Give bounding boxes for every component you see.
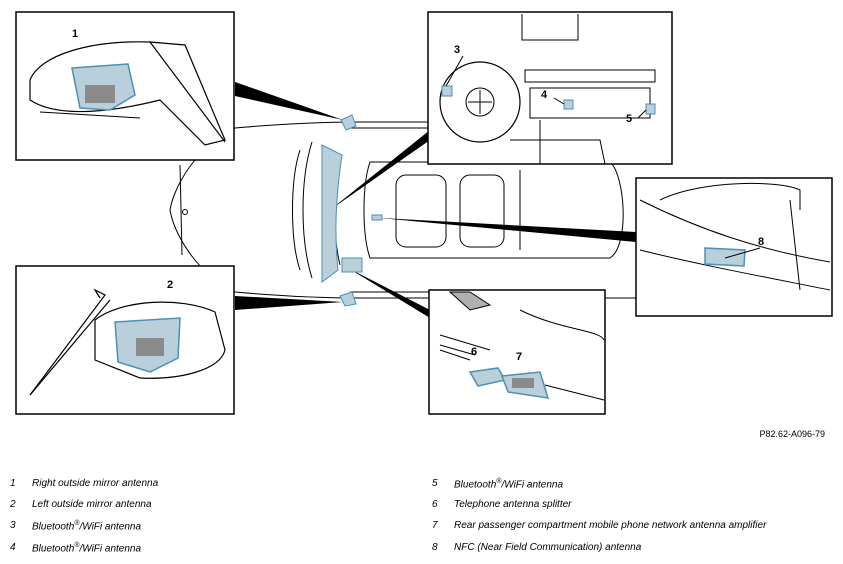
legend-item: 1 Right outside mirror antenna [10,478,430,492]
car-highlights [321,114,383,307]
callout-2: 2 [167,279,174,291]
detail-box-nfc [635,177,833,317]
detail-box-cockpit [427,11,673,165]
legend-number: 6 [432,499,438,510]
callout-6: 6 [471,346,478,358]
reference-code: P82.62-A096-79 [759,429,825,439]
legend-number: 7 [432,520,438,531]
legend-number: 8 [432,542,438,553]
legend-item: 8 NFC (Near Field Communication) antenna [432,542,843,556]
detail-box-rear-parts [428,289,606,415]
callout-8: 8 [758,236,765,248]
legend-item: 4 Bluetooth®/WiFi antenna [10,542,430,556]
legend-item: 5 Bluetooth®/WiFi antenna [432,478,843,492]
callout-1: 1 [72,28,79,40]
leader-wedges [235,82,636,318]
legend-number: 5 [432,478,438,489]
legend-number: 4 [10,542,16,553]
legend-item: 2 Left outside mirror antenna [10,499,430,513]
callout-5: 5 [626,113,633,125]
legend-left: 1 Right outside mirror antenna 2 Left ou… [10,478,430,564]
legend-number: 3 [10,520,16,531]
legend-item: 7 Rear passenger compartment mobile phon… [432,520,843,534]
legend-text: Left outside mirror antenna [32,499,152,510]
legend-number: 2 [10,499,16,510]
legend-number: 1 [10,478,16,489]
legend-text: Right outside mirror antenna [32,478,159,489]
detail-box-right-mirror [15,11,235,161]
legend-text: NFC (Near Field Communication) antenna [454,542,642,553]
antenna-location-diagram [15,11,833,415]
legend-text: Telephone antenna splitter [454,499,572,510]
callout-3: 3 [454,44,461,56]
legend-text: Bluetooth®/WiFi antenna [32,542,142,555]
legend-item: 6 Telephone antenna splitter [432,499,843,513]
callout-4: 4 [541,89,548,101]
legend-text: Bluetooth®/WiFi antenna [32,520,142,533]
callout-7: 7 [516,351,523,363]
legend-text: Rear passenger compartment mobile phone … [454,520,767,531]
legend-text: Bluetooth®/WiFi antenna [454,478,564,491]
detail-box-left-mirror [15,265,235,415]
legend-right: 5 Bluetooth®/WiFi antenna 6 Telephone an… [432,478,842,564]
legend-item: 3 Bluetooth®/WiFi antenna [10,520,430,534]
